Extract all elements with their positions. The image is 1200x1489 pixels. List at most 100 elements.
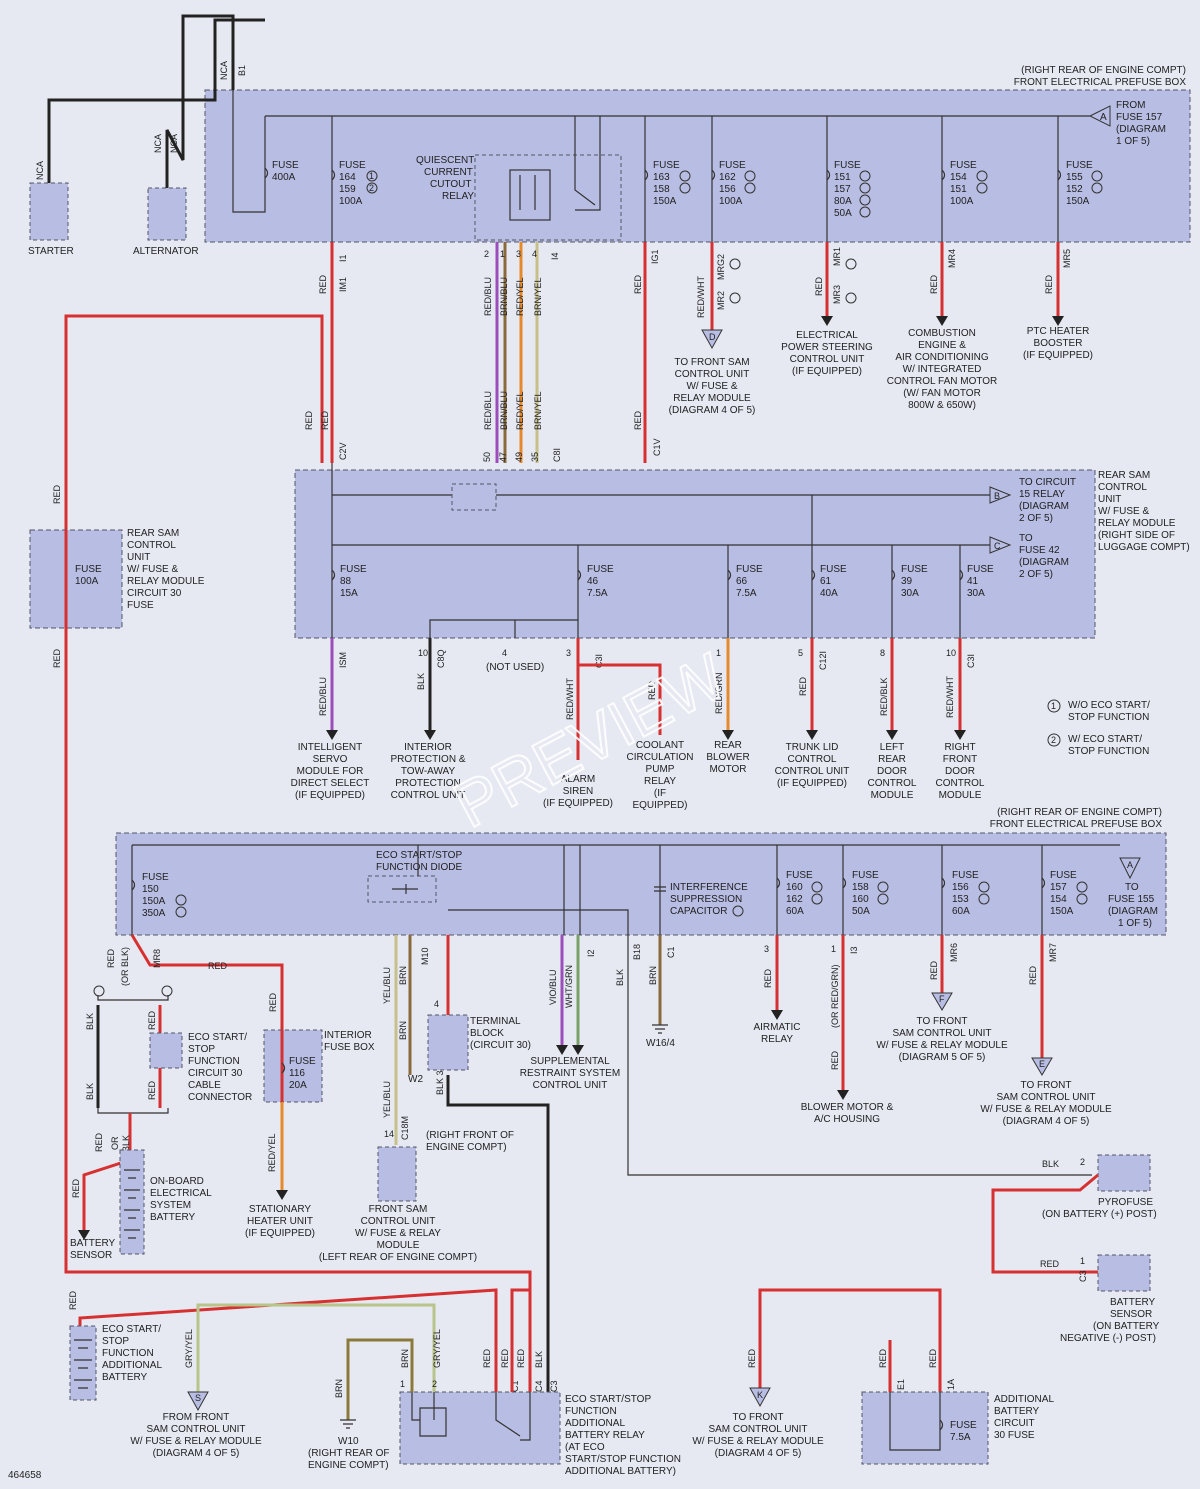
svg-text:SYSTEM: SYSTEM [150,1200,191,1211]
svg-text:W/ FUSE & RELAY MODULE: W/ FUSE & RELAY MODULE [692,1436,824,1447]
svg-text:151: 151 [950,184,967,195]
rear-fuse-88: FUSE 88 15A [331,564,367,599]
svg-text:W/ FUSE &: W/ FUSE & [686,381,737,392]
svg-text:RED: RED [482,1348,492,1368]
svg-text:CONTROL: CONTROL [788,754,837,765]
svg-text:4: 4 [532,249,537,259]
svg-text:RED: RED [830,1050,840,1070]
svg-text:MR3: MR3 [832,285,842,304]
svg-text:BLK: BLK [534,1351,544,1368]
svg-text:FUSE: FUSE [820,564,847,575]
svg-text:DIRECT SELECT: DIRECT SELECT [291,778,370,789]
svg-text:PROTECTION: PROTECTION [395,778,461,789]
svg-text:RED/GRN: RED/GRN [714,672,724,714]
svg-text:CAPACITOR: CAPACITOR [670,906,727,917]
svg-text:W/ ECO START/: W/ ECO START/ [1068,734,1142,745]
svg-text:RED: RED [320,410,330,430]
svg-text:BRN: BRN [334,1379,344,1398]
svg-text:88: 88 [340,576,352,587]
svg-text:B: B [994,491,1000,501]
svg-text:158: 158 [653,184,670,195]
svg-text:GRY/YEL: GRY/YEL [432,1329,442,1368]
svg-text:100A: 100A [950,196,974,207]
svg-text:RED/BLU: RED/BLU [318,677,328,716]
svg-text:10: 10 [946,648,956,658]
svg-text:RED: RED [928,1348,938,1368]
svg-text:FUSE: FUSE [340,564,367,575]
svg-text:ADDITIONAL: ADDITIONAL [994,1394,1054,1405]
add-battery-relay [399,1391,561,1465]
svg-text:BLK: BLK [121,1135,131,1152]
svg-text:CIRCULATION: CIRCULATION [626,752,693,763]
svg-text:C12I: C12I [818,651,828,670]
svg-text:(DIAGRAM 5 OF 5): (DIAGRAM 5 OF 5) [899,1052,986,1063]
svg-text:WHT/GRN: WHT/GRN [564,965,574,1008]
bottom-box-title-2: FRONT ELECTRICAL PREFUSE BOX [990,819,1163,830]
svg-text:FUSE: FUSE [75,564,102,575]
svg-text:TERMINAL: TERMINAL [470,1016,521,1027]
svg-text:RED: RED [647,680,657,700]
svg-text:7.5A: 7.5A [587,588,608,599]
svg-text:RED: RED [929,960,939,980]
svg-text:ENGINE COMPT): ENGINE COMPT) [308,1460,389,1471]
svg-text:BLOWER: BLOWER [706,752,749,763]
svg-text:(RIGHT REAR OF: (RIGHT REAR OF [308,1448,389,1459]
svg-text:(W/ FAN MOTOR: (W/ FAN MOTOR [903,388,981,399]
legend-1 [1047,699,1061,713]
fuse-163-label: FUSE [653,160,680,171]
svg-text:40A: 40A [820,588,838,599]
svg-text:162: 162 [719,172,736,183]
svg-text:CONTROL UNIT: CONTROL UNIT [361,1216,436,1227]
svg-text:(IF EQUIPPED): (IF EQUIPPED) [295,790,365,801]
svg-text:BRN: BRN [398,1021,408,1040]
svg-text:2: 2 [484,249,489,259]
svg-text:I2: I2 [586,949,596,957]
svg-text:BATTERY RELAY: BATTERY RELAY [565,1430,645,1441]
svg-text:D: D [709,332,716,342]
svg-text:CONNECTOR: CONNECTOR [188,1092,252,1103]
svg-text:155: 155 [1066,172,1083,183]
svg-text:DOOR: DOOR [945,766,975,777]
svg-text:INTERIOR: INTERIOR [324,1030,372,1041]
svg-text:50A: 50A [834,208,852,219]
ptc-label: PTC HEATER [1027,326,1090,337]
svg-text:FUSE: FUSE [736,564,763,575]
svg-text:RED: RED [52,648,62,668]
svg-text:150A: 150A [142,896,166,907]
svg-text:FUNCTION: FUNCTION [188,1056,240,1067]
svg-text:15A: 15A [340,588,358,599]
svg-text:CONTROL FAN MOTOR: CONTROL FAN MOTOR [887,376,998,387]
svg-text:(DIAGRAM 4 OF 5): (DIAGRAM 4 OF 5) [669,405,756,416]
svg-text:RED: RED [147,1010,157,1030]
svg-text:NCA: NCA [153,134,163,153]
top-box-title-1: (RIGHT REAR OF ENGINE COMPT) [1021,65,1186,76]
svg-text:RED: RED [516,1348,526,1368]
svg-text:157: 157 [1050,882,1067,893]
svg-text:MODULE: MODULE [939,790,982,801]
svg-text:50A: 50A [852,906,870,917]
svg-text:RELAY MODULE: RELAY MODULE [1098,518,1176,529]
svg-text:156: 156 [719,184,736,195]
svg-text:1A: 1A [946,1379,956,1390]
rear-blower-label: REAR [714,740,742,751]
svg-text:60A: 60A [786,906,804,917]
svg-text:150A: 150A [1050,906,1074,917]
svg-text:(LEFT REAR OF ENGINE COMPT): (LEFT REAR OF ENGINE COMPT) [319,1252,477,1263]
svg-text:150A: 150A [653,196,677,207]
svg-text:(RIGHT SIDE OF: (RIGHT SIDE OF [1098,530,1175,541]
svg-text:(DIAGRAM: (DIAGRAM [1116,124,1166,135]
svg-text:C3I: C3I [594,654,604,668]
svg-text:FUNCTION: FUNCTION [565,1406,617,1417]
svg-text:UNIT: UNIT [1098,494,1121,505]
svg-text:NEGATIVE (-) POST): NEGATIVE (-) POST) [1060,1333,1156,1344]
onboard-battery [119,1149,145,1255]
svg-text:CONTROL UNIT: CONTROL UNIT [775,766,850,777]
svg-text:BRN/BLU: BRN/BLU [499,391,509,430]
svg-text:SENSOR: SENSOR [70,1250,112,1261]
eco-cable-connector [149,1032,183,1069]
svg-text:C8Q: C8Q [436,649,446,668]
connector-a-top [1088,105,1111,127]
svg-text:116: 116 [289,1068,305,1079]
svg-text:B1: B1 [237,65,247,76]
svg-text:W/ FUSE &: W/ FUSE & [1098,506,1149,517]
